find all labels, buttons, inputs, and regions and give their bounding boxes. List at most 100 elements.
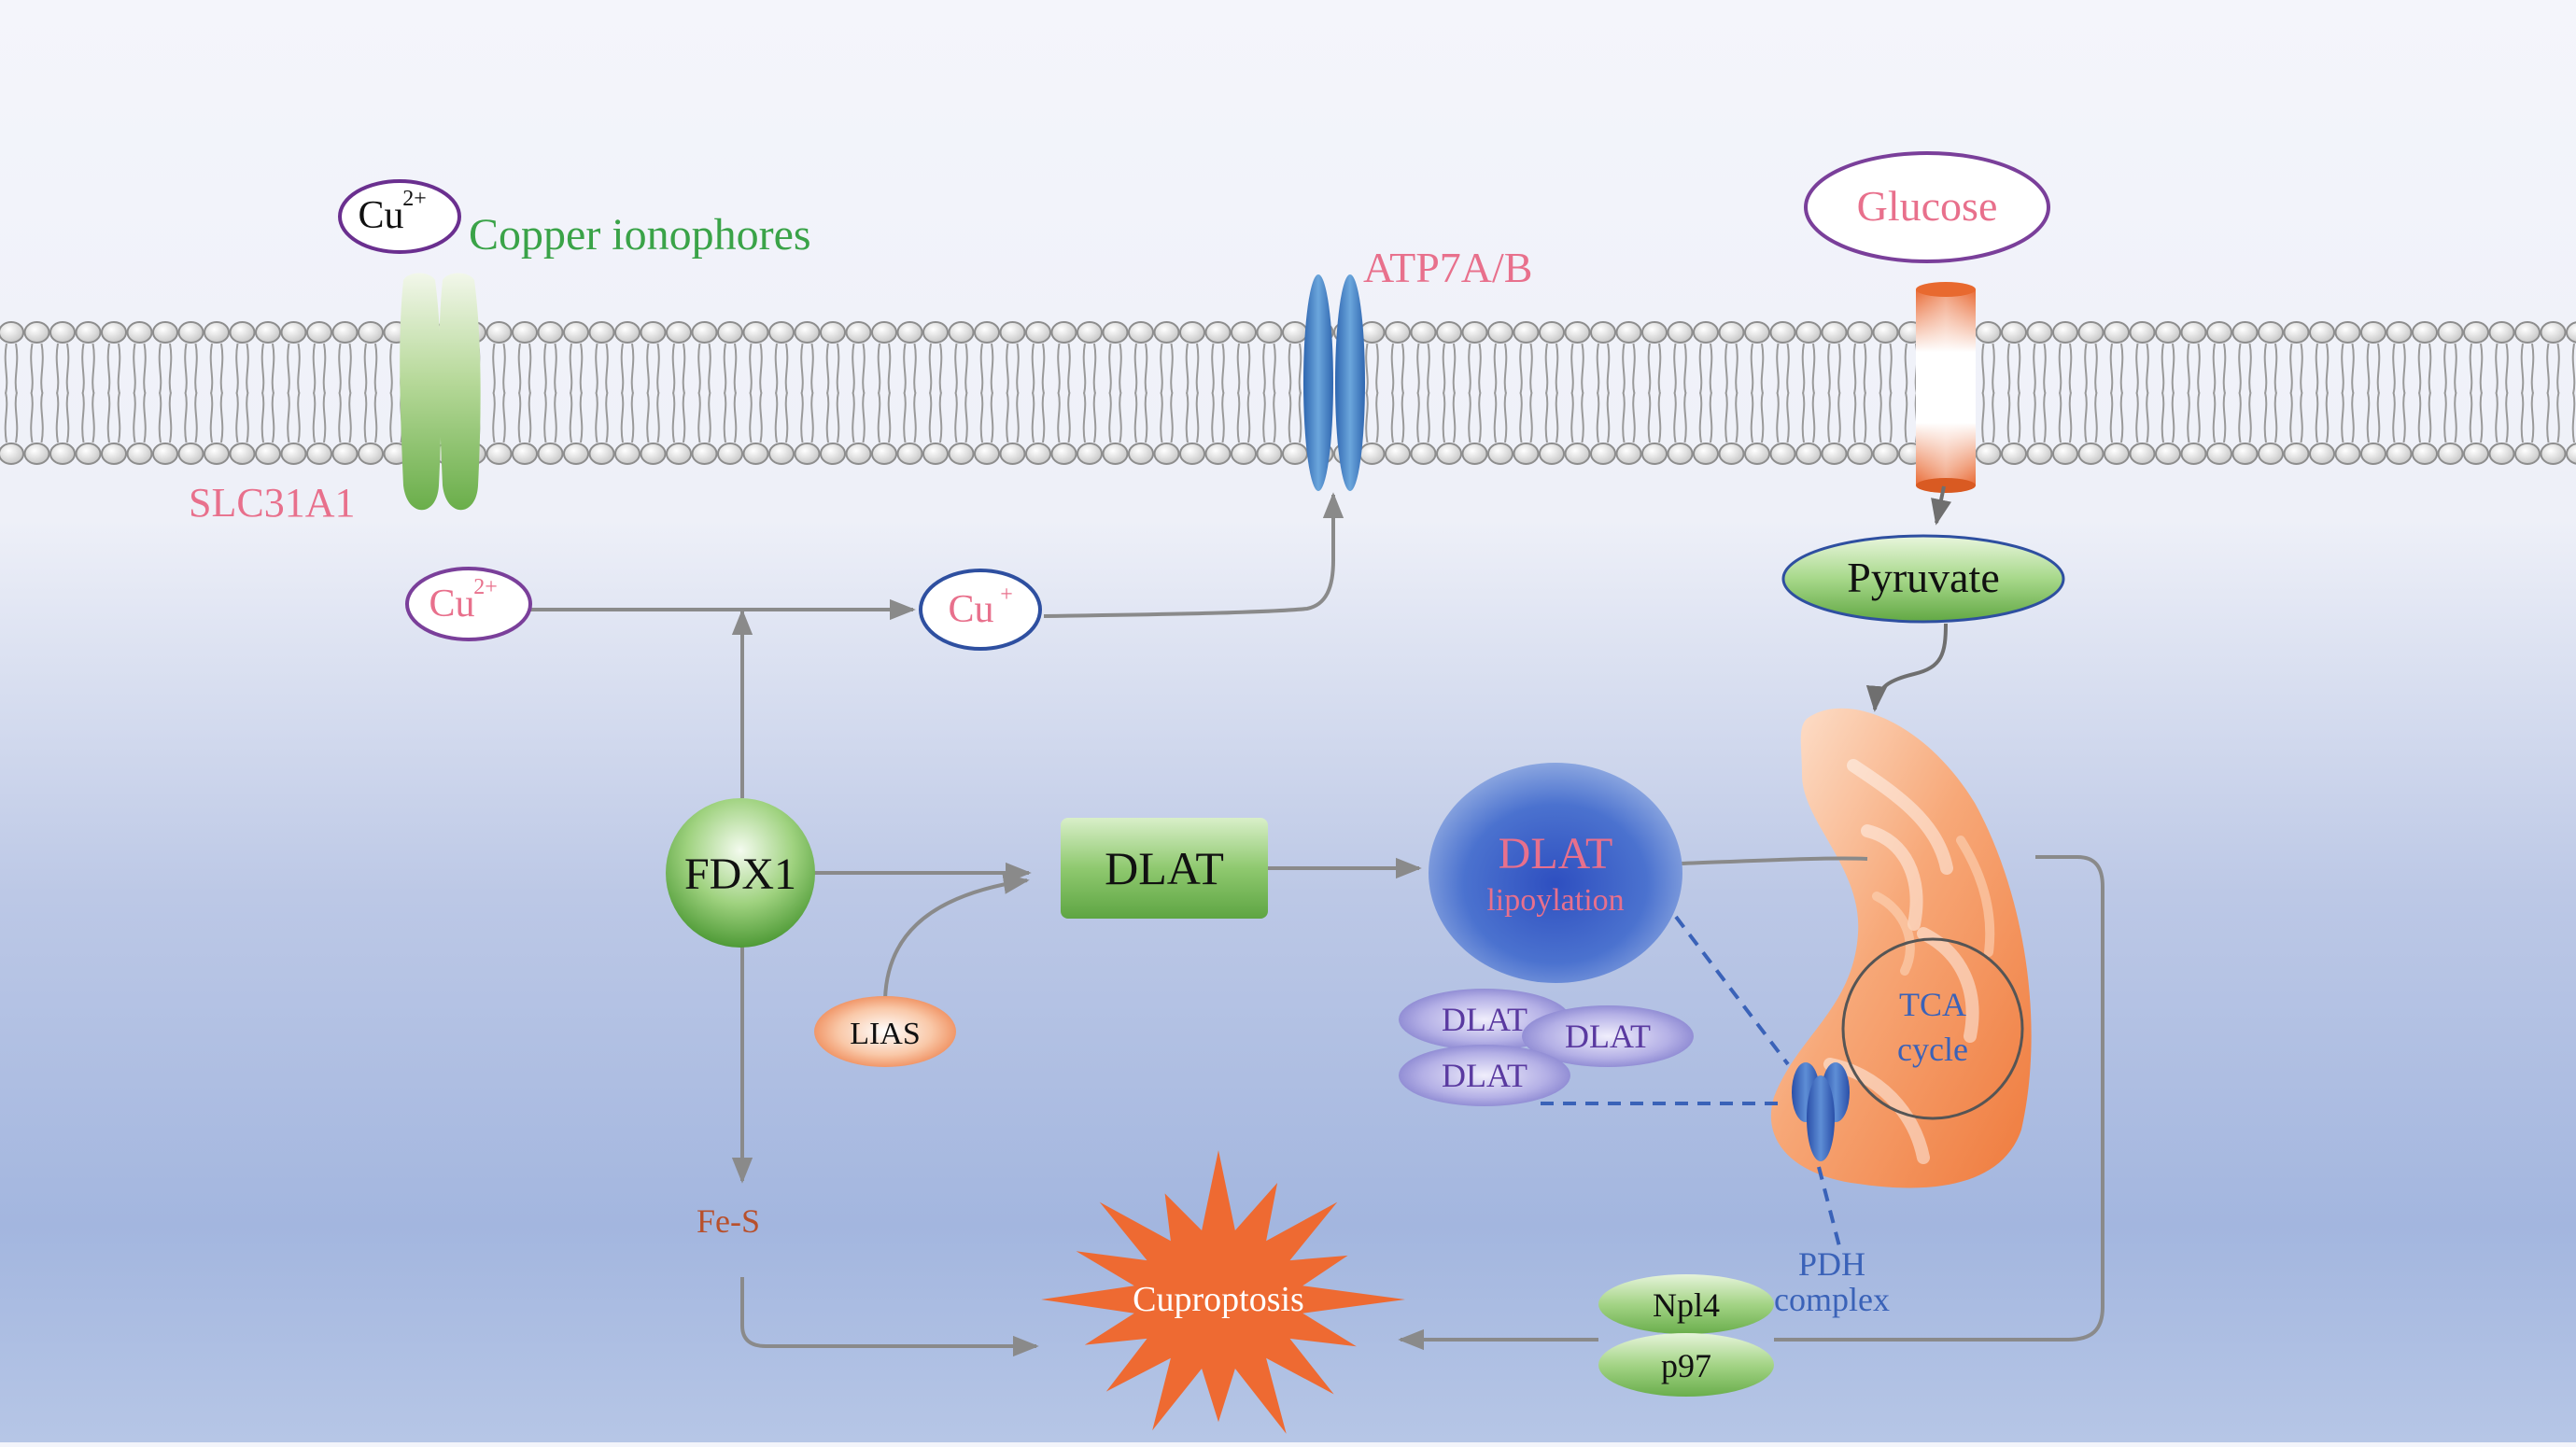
lipid-head (1641, 443, 1668, 465)
dlat-small-2-label: DLAT (1565, 1018, 1651, 1055)
lipid-head (640, 443, 667, 465)
lipid-head (2309, 443, 2335, 465)
lipid-head (2104, 443, 2130, 465)
p97-label: p97 (1661, 1347, 1711, 1384)
lipid-head (666, 443, 692, 465)
lipid-head (2463, 443, 2489, 465)
lipid-head (1667, 321, 1694, 344)
lipid-head (2026, 321, 2053, 344)
lipid-head (537, 321, 564, 344)
pdh-label-1: PDH (1798, 1245, 1865, 1283)
lipid-head (563, 321, 589, 344)
connectors (530, 485, 2104, 1357)
dlat-small-2 (1522, 1005, 1694, 1067)
lipid-head (2052, 443, 2078, 465)
lipid-head (2104, 321, 2130, 344)
lipid-head (2258, 321, 2284, 344)
npl4-label: Npl4 (1653, 1286, 1720, 1324)
lipid-head (922, 443, 949, 465)
lipid-head (1590, 321, 1616, 344)
lipid-head (666, 321, 692, 344)
lipid-head (614, 321, 640, 344)
dlat-oligomer-group: DLAT DLAT DLAT (1399, 989, 1694, 1106)
fdx1-label: FDX1 (684, 850, 796, 899)
arrow-fes-to-cuproptosis (740, 1277, 1039, 1357)
cuproptosis-node: Cuproptosis (1041, 1150, 1405, 1434)
cell-membrane (0, 321, 2576, 465)
lipid-head (2129, 443, 2156, 465)
cu2-outside-label: Cu (358, 194, 403, 237)
lipid-head (999, 443, 1026, 465)
lipid-head (1128, 321, 1154, 344)
lipid-head (2283, 321, 2310, 344)
lipid-head (204, 321, 230, 344)
glucose-label: Glucose (1857, 182, 1998, 230)
lipid-head (2540, 321, 2567, 344)
lipid-head (2155, 443, 2181, 465)
lipid-head (2540, 443, 2567, 465)
pdh-label-2: complex (1774, 1281, 1890, 1318)
lipid-head (2386, 321, 2413, 344)
lipid-head (1410, 321, 1437, 344)
lipid-head (1153, 443, 1180, 465)
lipid-head (588, 321, 615, 344)
lipid-head (1769, 443, 1796, 465)
lipid-head (1718, 443, 1745, 465)
lipid-head (588, 443, 615, 465)
lipid-head (512, 443, 538, 465)
copper-ionophores-label: Copper ionophores (469, 210, 811, 260)
lipid-head (1718, 321, 1745, 344)
lipid-head (845, 321, 872, 344)
lipid-head (1872, 443, 1899, 465)
lipid-head (1769, 321, 1796, 344)
line-mito-to-np-complex (1774, 855, 2104, 1342)
lipid-head (1179, 443, 1205, 465)
lipid-head (1282, 321, 1308, 344)
lipid-head (537, 443, 564, 465)
pyruvate-label: Pyruvate (1847, 554, 2000, 601)
cuproptosis-starburst (1041, 1150, 1405, 1434)
lipid-head (1539, 321, 1565, 344)
tca-label-2: cycle (1897, 1031, 1968, 1068)
lipid-head (2566, 443, 2576, 465)
lipid-head (2206, 443, 2232, 465)
lipid-head (1872, 321, 1899, 344)
lipid-head (126, 443, 153, 465)
lipid-head (1847, 443, 1873, 465)
lipid-head (229, 321, 256, 344)
lipid-head (1256, 443, 1283, 465)
slc31a1-label: SLC31A1 (189, 480, 355, 526)
lipid-head (2514, 443, 2541, 465)
lipid-head (2437, 443, 2464, 465)
lipid-head (2566, 321, 2576, 344)
lipid-head (794, 321, 821, 344)
lipid-head (49, 443, 76, 465)
lipid-head (2360, 443, 2386, 465)
lipid-head (845, 443, 872, 465)
lipid-head (2360, 321, 2386, 344)
lipid-head (896, 443, 923, 465)
lipid-head (23, 321, 50, 344)
lipid-head (1821, 443, 1848, 465)
lipid-head (2334, 321, 2361, 344)
lipid-head (1847, 321, 1873, 344)
lipid-head (563, 443, 589, 465)
lipid-head (204, 443, 230, 465)
lipid-head (1744, 443, 1770, 465)
lipid-head (49, 321, 76, 344)
lipid-head (2488, 443, 2515, 465)
lipid-head (1050, 443, 1077, 465)
lipid-tails (4, 343, 2576, 443)
lipid-head (229, 443, 256, 465)
lipid-head (1513, 321, 1540, 344)
lipid-head (691, 321, 718, 344)
line-lipoylation-to-mito (1680, 856, 1868, 865)
glucose-node: Glucose (1804, 151, 2050, 263)
lipid-head (331, 321, 359, 344)
lipid-head (1050, 321, 1077, 344)
copper-ionophore-channel (400, 273, 481, 511)
lipid-head (871, 443, 897, 465)
cu-plus-sup: + (1000, 583, 1013, 607)
lipid-head (1231, 321, 1257, 344)
